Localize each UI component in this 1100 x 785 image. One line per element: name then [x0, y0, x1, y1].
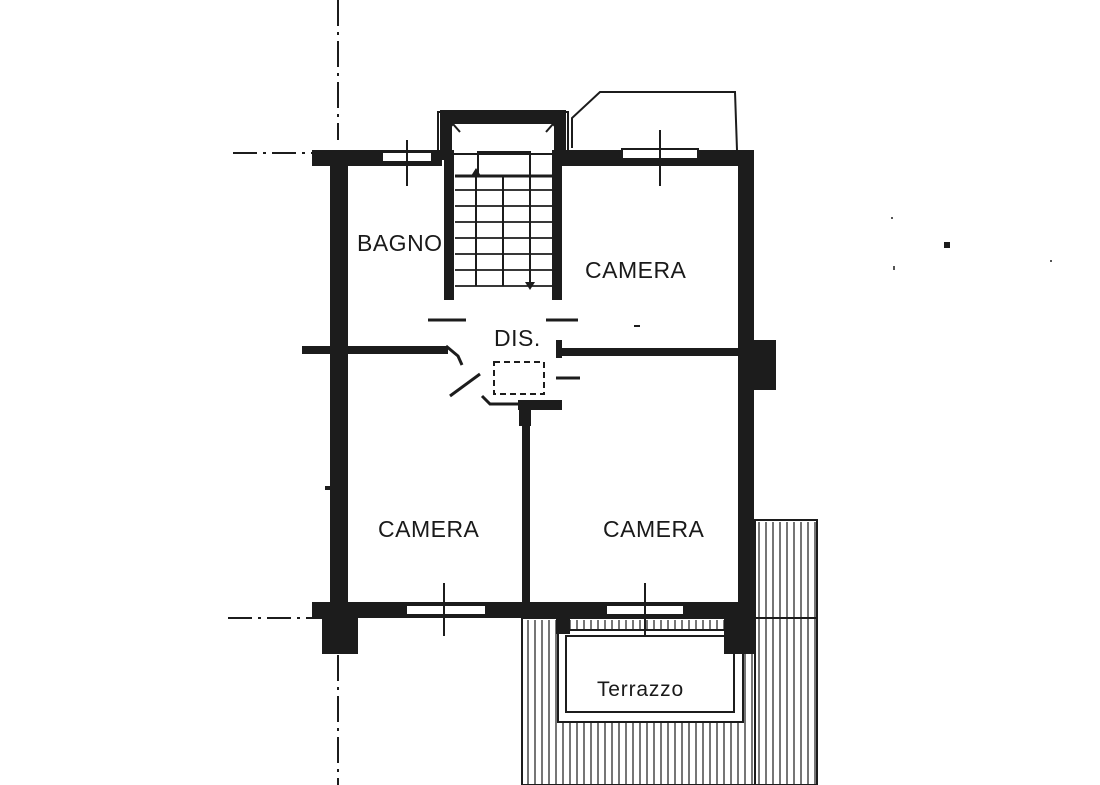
windows	[381, 130, 699, 636]
stair-steps	[455, 189, 552, 287]
terrace-label: Terrazzo	[597, 678, 684, 701]
scan-specks	[891, 217, 1052, 270]
interior-walls	[302, 318, 740, 606]
room-label-camera-bottom-right: CAMERA	[603, 516, 705, 542]
axis-lines	[228, 0, 339, 785]
room-label-dis: DIS.	[494, 325, 541, 351]
stair-tower	[437, 91, 738, 160]
room-label-camera-top-right: CAMERA	[585, 257, 687, 283]
room-label-bagno: BAGNO	[357, 230, 443, 256]
staircase	[444, 150, 562, 300]
room-label-camera-bottom-left: CAMERA	[378, 516, 480, 542]
terrace	[521, 519, 818, 785]
